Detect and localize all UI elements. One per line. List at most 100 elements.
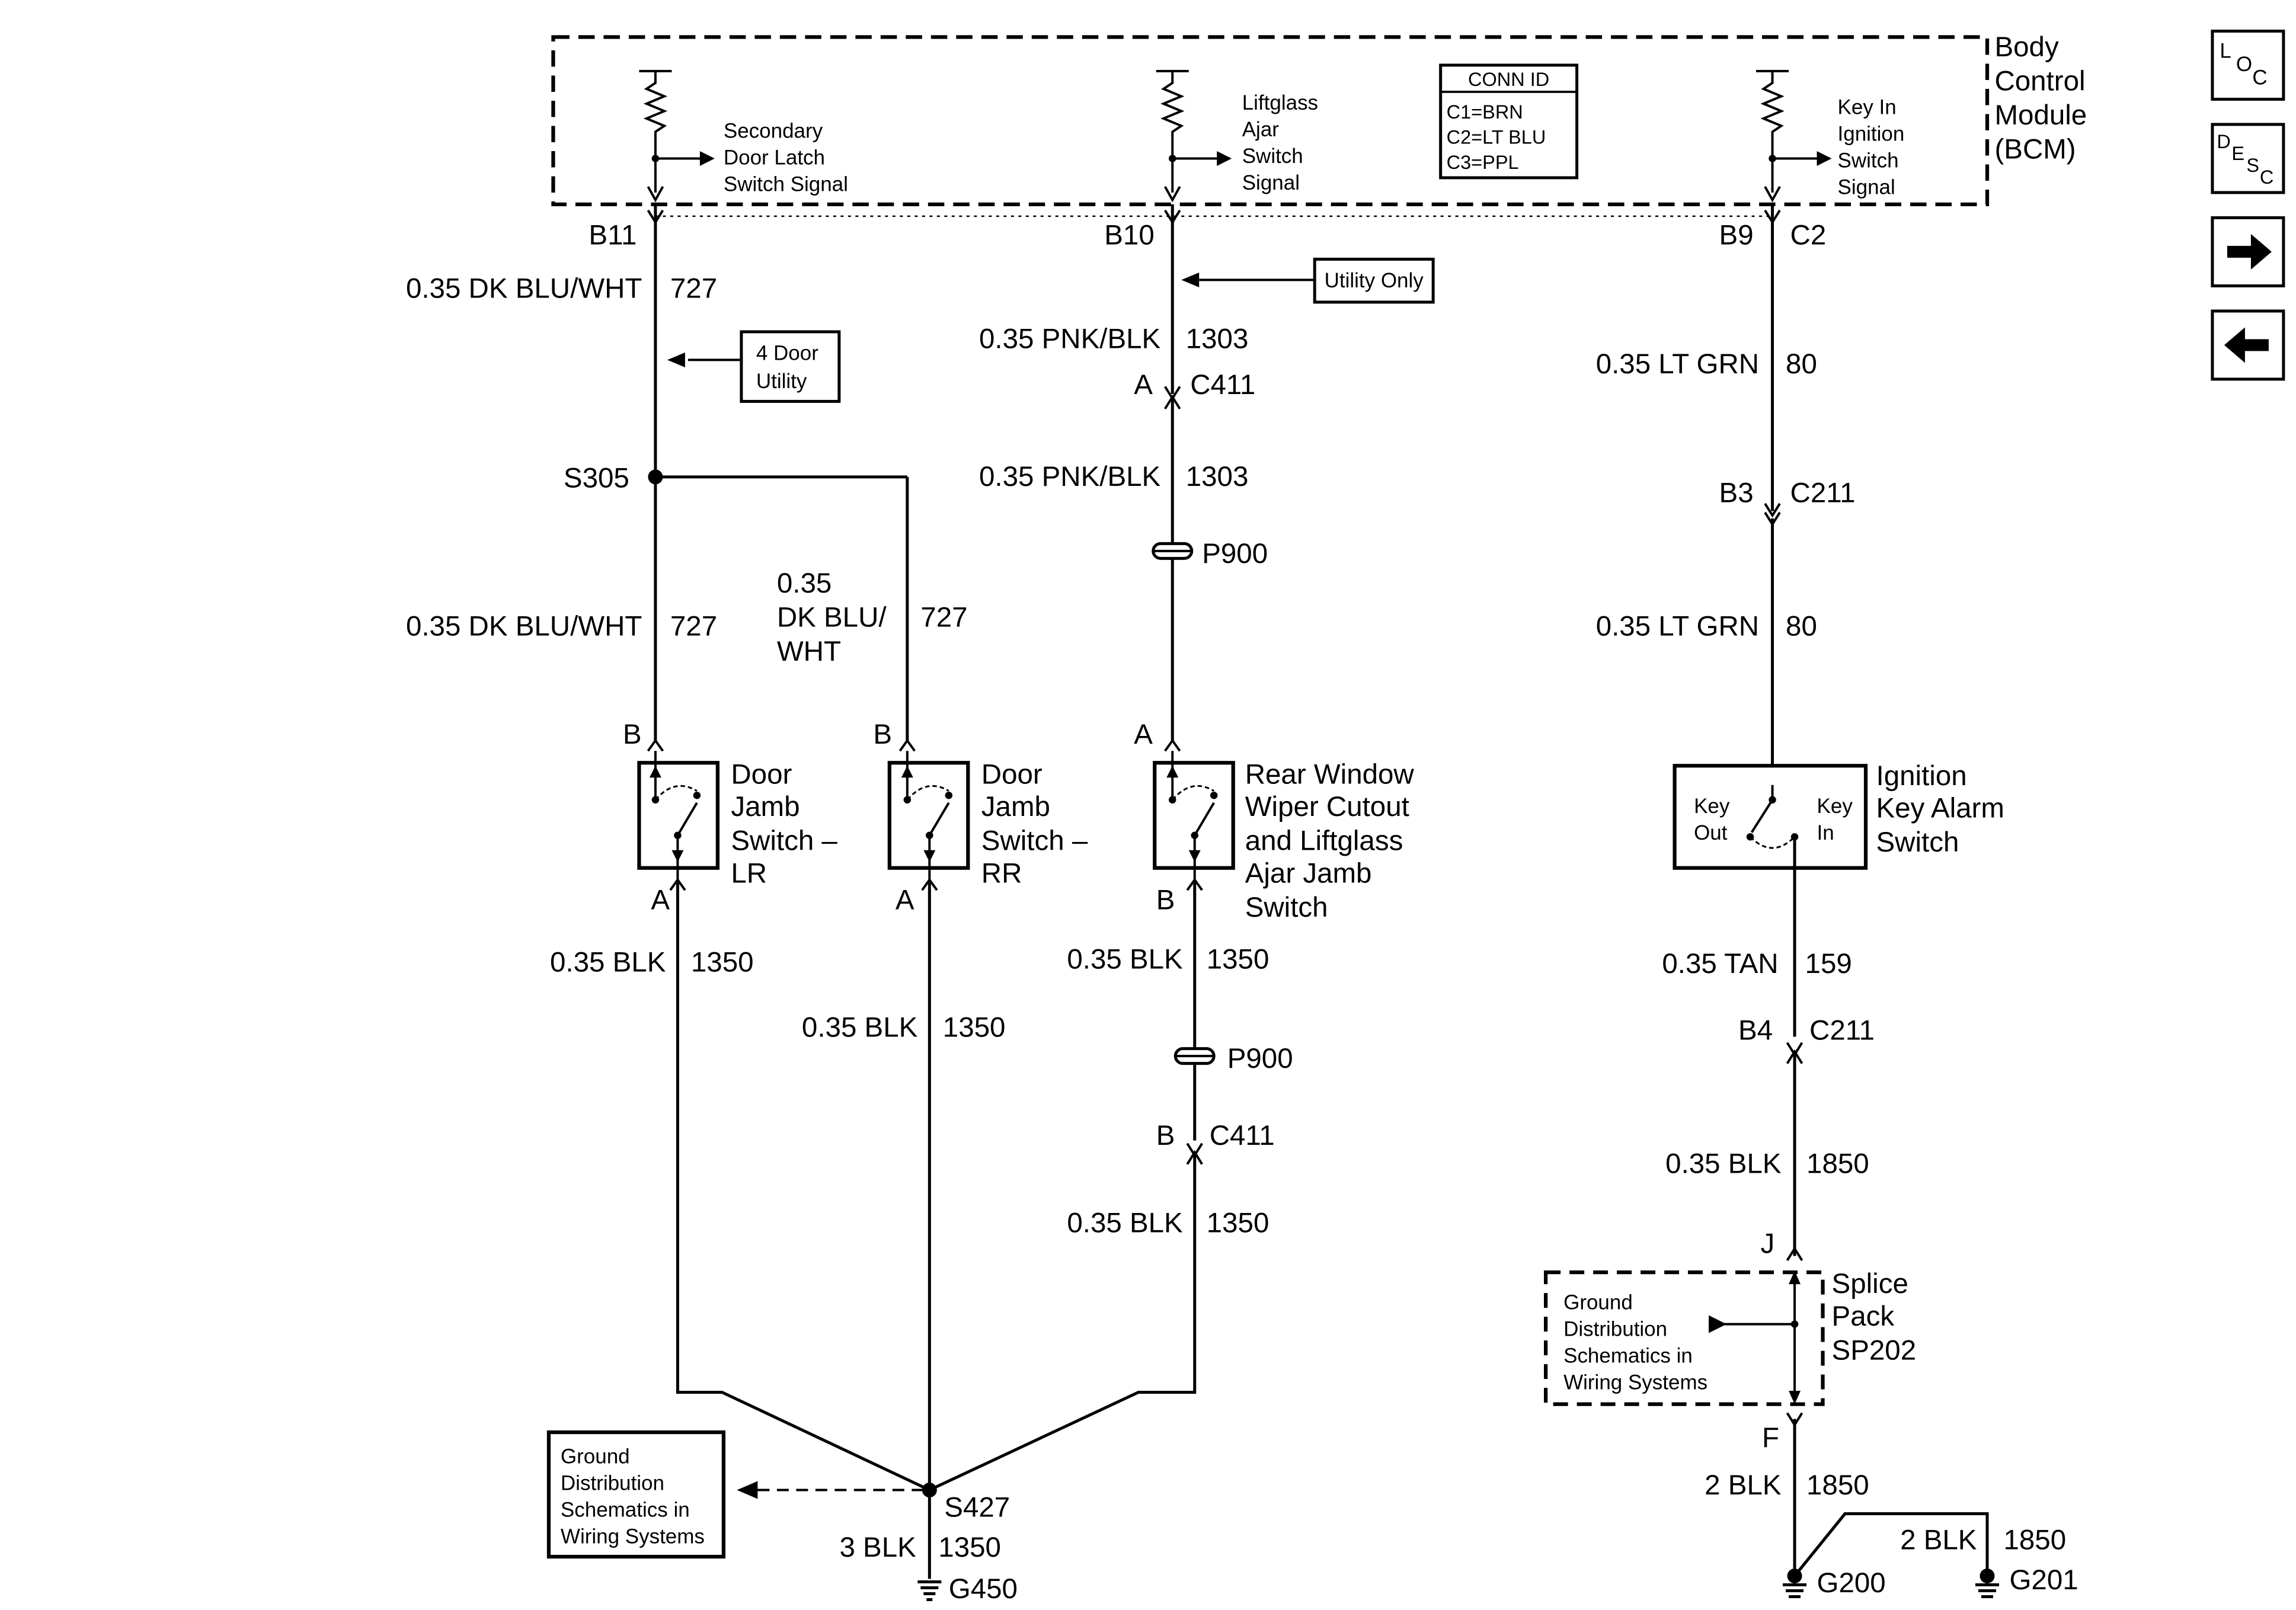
wire-1850-g200-circuit: 1850 [1806, 1470, 1869, 1501]
splice-s305-label: S305 [564, 462, 629, 494]
p900-top-connector [1152, 542, 1194, 560]
rw-label-1: Rear Window [1245, 758, 1415, 790]
pin-b-rr: B [873, 719, 892, 750]
loc-button[interactable]: L O C [2211, 29, 2285, 101]
wire-1303-lower-gauge: 0.35 PNK/BLK [979, 461, 1161, 492]
lr-label-2: Jamb [731, 791, 800, 822]
wire-1350-rr-circuit: 1350 [943, 1012, 1006, 1044]
pin-a-c411: A [1134, 369, 1153, 401]
wire-727-circuit: 727 [670, 273, 717, 304]
sp202-ref-2: Distribution [1563, 1318, 1667, 1341]
bcm-title-4: (BCM) [1994, 133, 2076, 165]
splice-pack-sp202 [1544, 1270, 1825, 1406]
pin-c2: C2 [1790, 219, 1827, 251]
circuit-727 [647, 204, 916, 752]
ground-wires-1350 [669, 878, 1197, 1579]
wire-727-lr-gauge: 0.35 DK BLU/WHT [406, 610, 642, 642]
wire-1350-lr-gauge: 0.35 BLK [550, 947, 666, 978]
wire-1850-circuit: 1850 [1806, 1148, 1869, 1180]
signal-liftglass-1: Liftglass [1242, 91, 1318, 114]
back-button[interactable] [2211, 309, 2285, 381]
p900-top-label: P900 [1202, 538, 1268, 569]
wire-1350-c411-circuit: 1350 [1207, 1208, 1269, 1239]
sp202-title-3: SP202 [1832, 1335, 1917, 1366]
ground-symbol-g200 [1783, 1583, 1807, 1599]
pin-b11: B11 [589, 219, 637, 251]
p900-bottom-connector [1173, 1047, 1216, 1065]
bcm-pullup-secondary [639, 69, 715, 203]
wire-80-circuit: 80 [1786, 348, 1817, 380]
forward-button[interactable] [2211, 216, 2285, 287]
sp202-ref-3: Schematics in [1563, 1345, 1693, 1368]
loc-letter-1: L [2220, 39, 2231, 62]
pin-a-rw: A [1134, 719, 1153, 750]
signal-secondary-2: Door Latch [724, 146, 825, 169]
desc-letter-1: D [2217, 131, 2230, 152]
wire-80-lower-gauge: 0.35 LT GRN [1596, 610, 1759, 642]
ign-label-1: Ignition [1876, 760, 1967, 792]
rear-window-switch [1153, 751, 1235, 1165]
rw-label-4: Ajar Jamb [1245, 858, 1372, 889]
four-door-label-2: Utility [756, 370, 807, 393]
ground-symbol-g201 [1975, 1583, 1999, 1599]
rw-label-3: and Liftglass [1245, 825, 1403, 857]
ground-g201-label: G201 [2009, 1564, 2078, 1596]
lr-label-3: Switch – [731, 825, 837, 857]
wire-1850-g201-circuit: 1850 [2003, 1525, 2066, 1556]
utility-only-label: Utility Only [1325, 269, 1424, 292]
rr-label-1: Door [981, 758, 1043, 790]
pin-b3: B3 [1719, 477, 1754, 508]
rr-label-4: RR [981, 858, 1022, 889]
conn-id-table: CONN ID C1=BRN C2=LT BLU C3=PPL [1439, 63, 1579, 180]
signal-liftglass-3: Switch [1242, 145, 1303, 168]
bcm-title-3: Module [1994, 100, 2087, 131]
rw-label-2: Wiper Cutout [1245, 791, 1409, 822]
wire-1303-circuit: 1303 [1186, 323, 1249, 354]
desc-letter-2: E [2231, 143, 2244, 164]
pin-a-lr: A [651, 885, 670, 916]
wire-1350-rr-gauge: 0.35 BLK [802, 1012, 918, 1044]
key-in-label-1: Key [1817, 795, 1853, 818]
wire-159-gauge: 0.35 TAN [1662, 948, 1778, 980]
ground-ref-1: Ground [561, 1445, 630, 1468]
desc-button[interactable]: D E S C [2211, 123, 2285, 194]
key-out-label-2: Out [1694, 821, 1728, 844]
wire-1350-rw-circuit: 1350 [1207, 944, 1269, 975]
bcm-module: Body Control Module (BCM) Secondary Door… [551, 31, 2087, 207]
splice-s427 [922, 1483, 937, 1498]
wire-1303-gauge: 0.35 PNK/BLK [979, 323, 1161, 354]
rw-label-5: Switch [1245, 892, 1328, 923]
pin-b9: B9 [1719, 219, 1754, 251]
wire-727-rr-gauge-3: WHT [777, 636, 841, 667]
wire-727-rr-gauge-1: 0.35 [777, 568, 832, 599]
desc-letter-3: S [2246, 155, 2259, 176]
circuit-80 [1764, 204, 1781, 800]
ign-label-3: Switch [1876, 827, 1959, 858]
ground-ref-4: Wiring Systems [561, 1525, 705, 1548]
signal-keyin-4: Signal [1838, 175, 1895, 199]
nav-panel: L O C D E S C [2211, 29, 2285, 381]
pin-b-lr: B [623, 719, 642, 750]
pin-f: F [1762, 1422, 1779, 1454]
four-door-label-1: 4 Door [756, 341, 818, 364]
sp202-title-1: Splice [1832, 1268, 1908, 1299]
loc-letter-3: C [2252, 66, 2267, 89]
wire-1850-gauge: 0.35 BLK [1665, 1148, 1782, 1180]
ground-ref-3: Schematics in [561, 1499, 690, 1522]
sp202-ref-1: Ground [1563, 1291, 1633, 1314]
splice-s427-label: S427 [944, 1492, 1010, 1523]
door-jamb-switch-rr [887, 751, 970, 883]
bcm-pullup-keyin [1756, 69, 1832, 203]
wire-727-lr-circuit: 727 [670, 610, 717, 642]
connector-c211-top-label: C211 [1790, 477, 1856, 508]
conn-id-row-3: C3=PPL [1447, 152, 1519, 173]
loc-letter-2: O [2236, 53, 2252, 76]
rr-label-2: Jamb [981, 791, 1050, 822]
wire-1350-lr-circuit: 1350 [691, 947, 754, 978]
wire-1350-c411-gauge: 0.35 BLK [1067, 1208, 1183, 1239]
ign-label-2: Key Alarm [1876, 793, 2004, 824]
signal-liftglass-2: Ajar [1242, 118, 1280, 141]
conn-id-row-1: C1=BRN [1447, 101, 1523, 123]
wire-80-gauge: 0.35 LT GRN [1596, 348, 1759, 380]
